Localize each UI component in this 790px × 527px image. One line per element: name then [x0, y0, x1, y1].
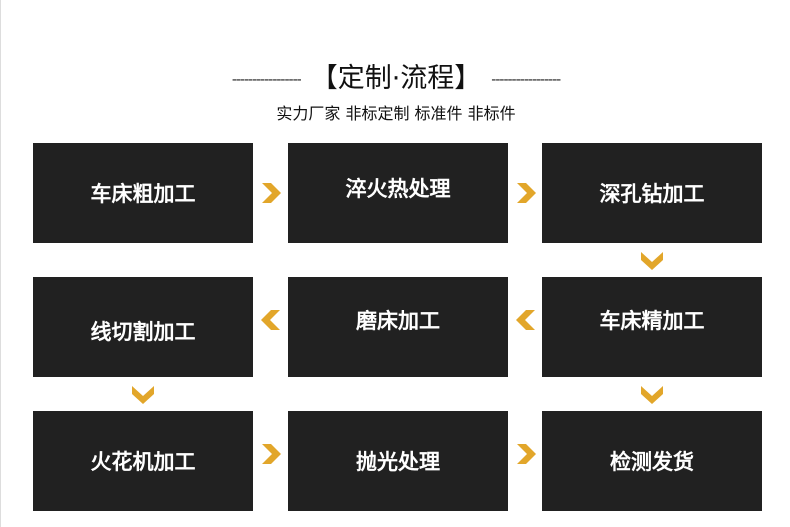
step-box: 抛光处理 [288, 411, 508, 511]
divider-right: ----------------- [491, 71, 561, 88]
step-box: 检测发货 [542, 411, 762, 511]
step-box: 车床粗加工 [33, 143, 253, 243]
chevron-down-icon [641, 386, 663, 404]
chevron-left-icon [516, 310, 535, 330]
step-box: 线切割加工 [33, 277, 253, 377]
divider-left: ----------------- [231, 71, 302, 88]
step-box: 淬火热处理 [288, 143, 508, 243]
chevron-down-icon [132, 386, 154, 404]
step-box: 磨床加工 [288, 277, 508, 377]
subtitle: 实力厂家 非标定制 标准件 非标件 [276, 104, 516, 123]
step-box: 车床精加工 [542, 277, 762, 377]
title-text: 【定制·流程】 [310, 63, 482, 94]
page-title: ----------------- 【定制·流程】 ----------------… [1, 56, 790, 95]
chevron-down-icon [641, 252, 663, 270]
step-box: 深孔钻加工 [542, 143, 762, 243]
chevron-right-icon [517, 183, 536, 203]
chevron-left-icon [261, 310, 280, 330]
chevron-right-icon [262, 444, 281, 464]
step-box: 火花机加工 [33, 411, 253, 511]
chevron-right-icon [262, 183, 281, 203]
chevron-right-icon [517, 444, 536, 464]
